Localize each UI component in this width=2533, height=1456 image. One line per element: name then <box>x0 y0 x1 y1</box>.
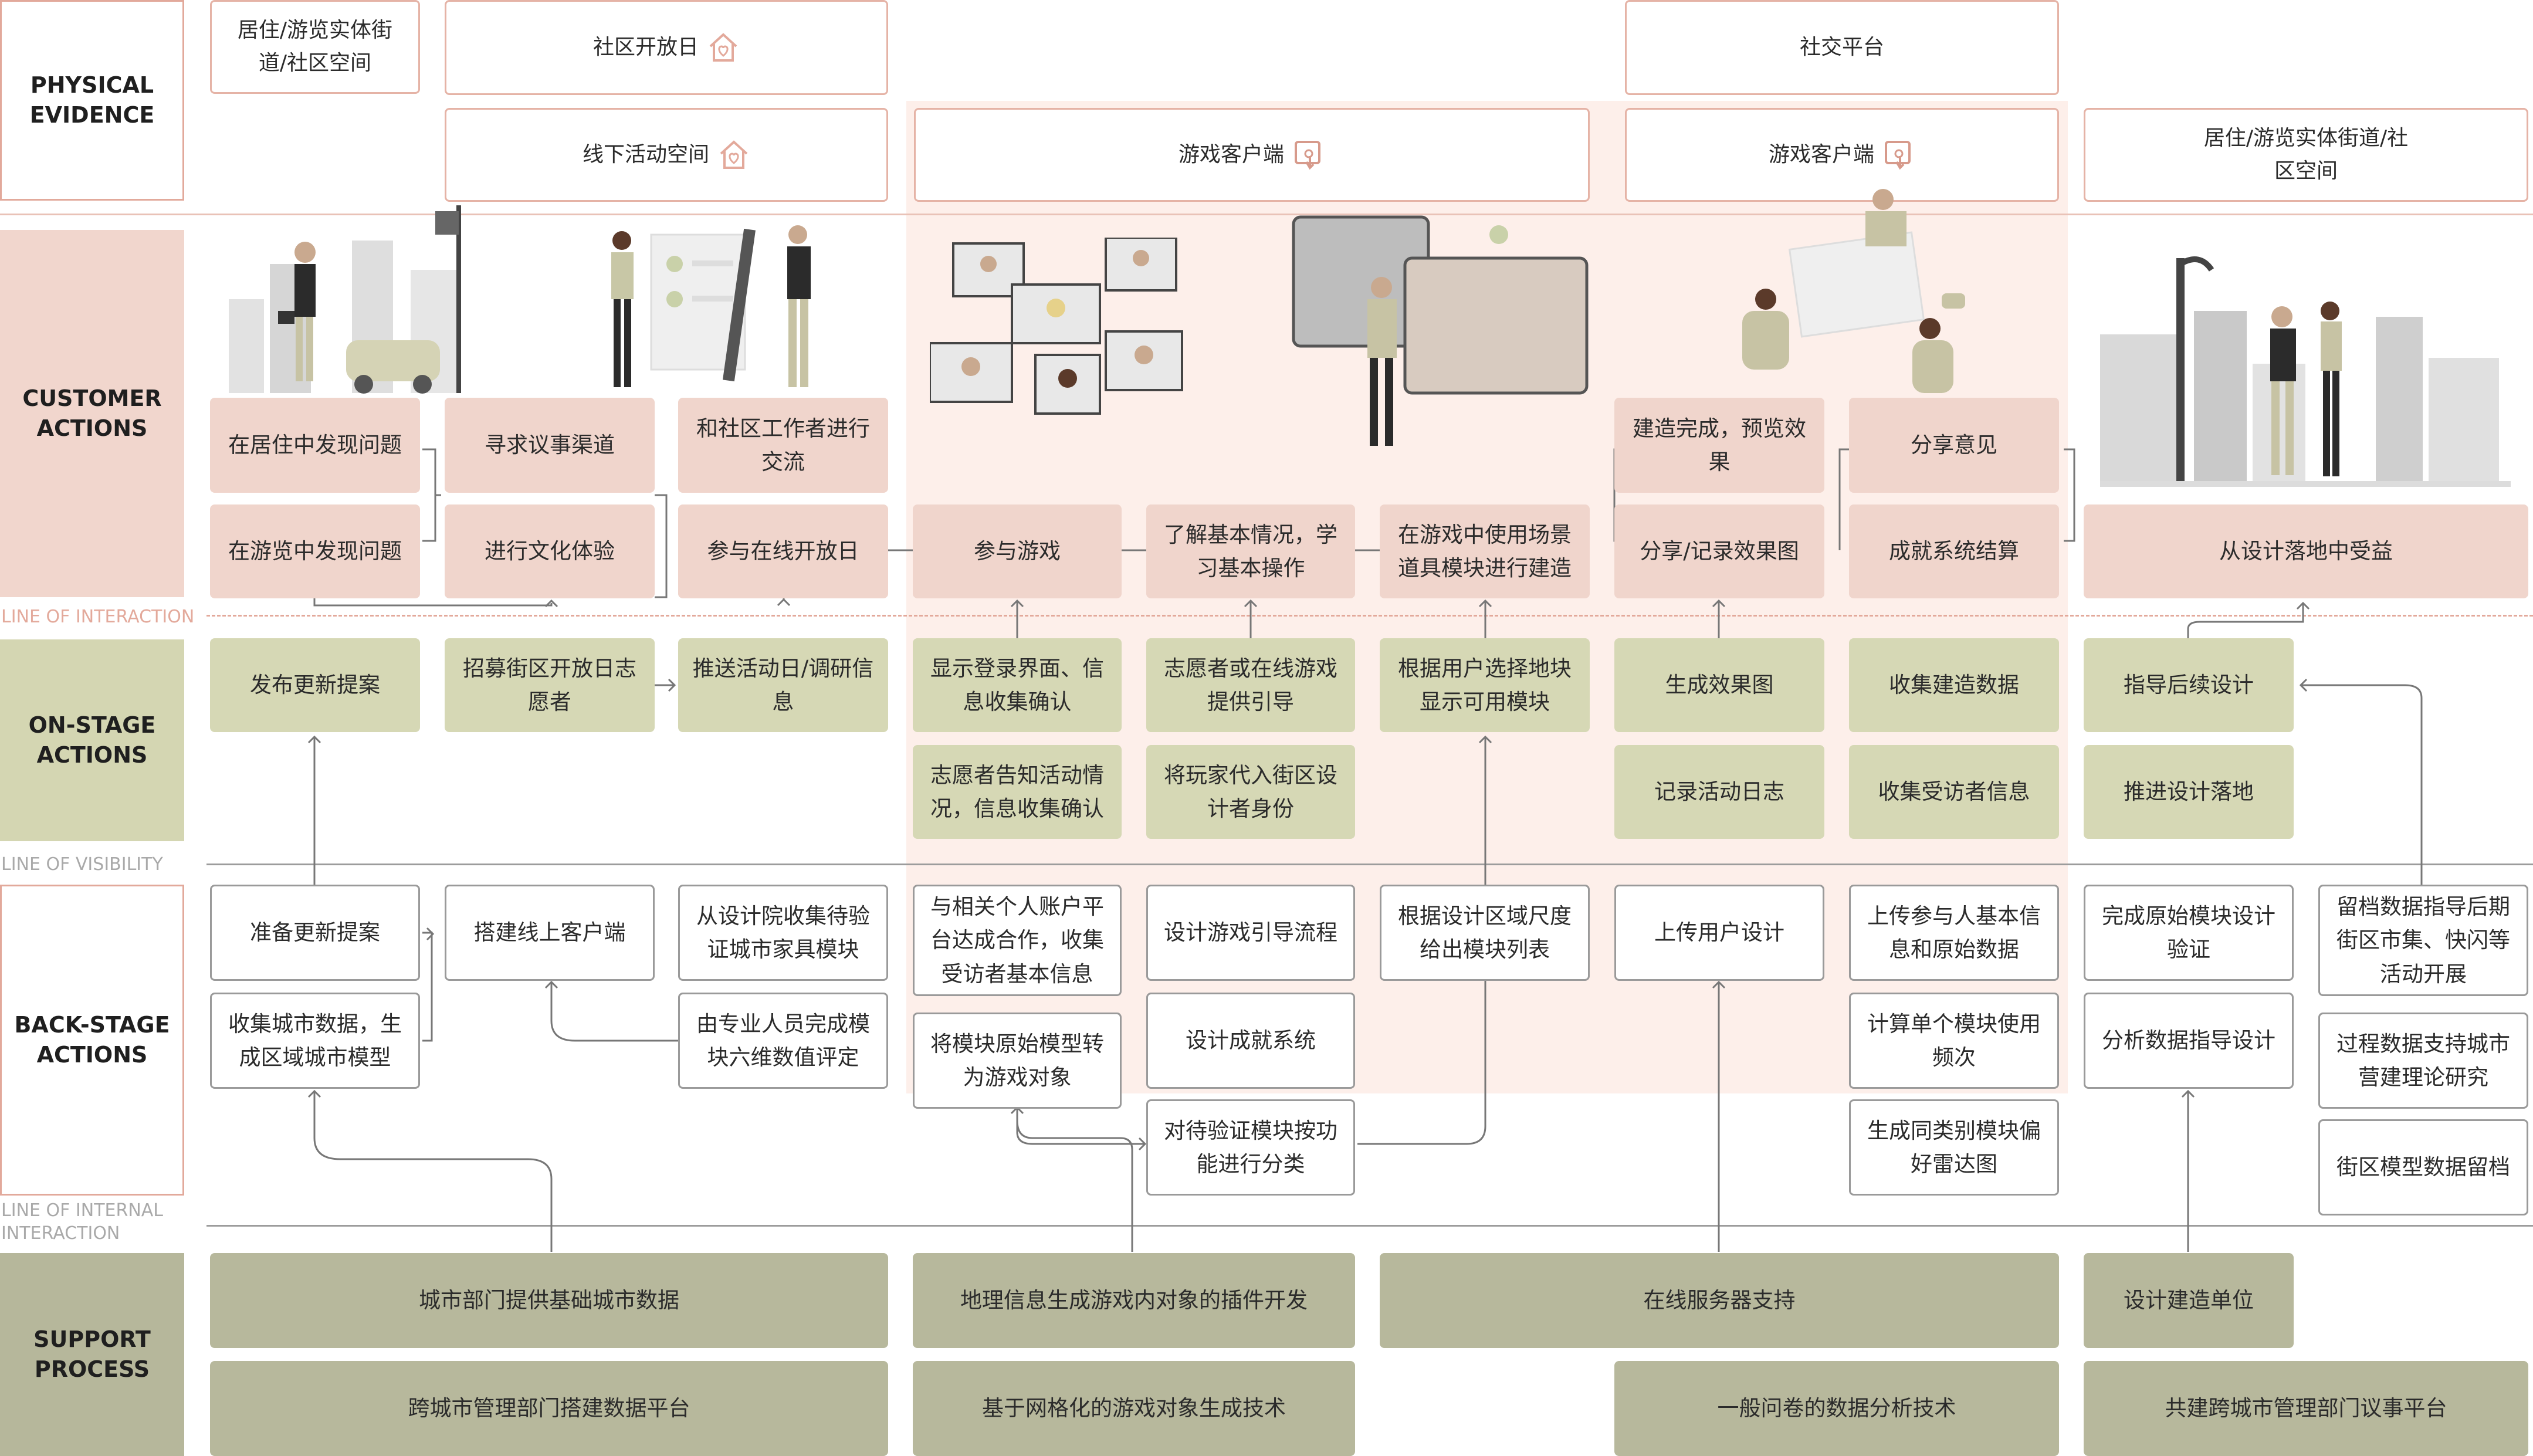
tap-screen-icon <box>1295 141 1320 170</box>
evidence-street-2-label: 居住/游览实体街道/社区空间 <box>2203 126 2409 183</box>
evidence-social-platform: 社交平台 <box>1625 0 2059 95</box>
support-design-builder: 设计建造单位 <box>2084 1253 2294 1348</box>
backstage-account-partnership: 与相关个人账户平台达成合作，收集受访者基本信息 <box>913 885 1122 996</box>
evidence-offline-space: 线下活动空间 <box>445 108 888 202</box>
onstage-generate-render: 生成效果图 <box>1614 638 1824 732</box>
backstage-design-achievements: 设计成就系统 <box>1146 993 1355 1089</box>
onstage-show-modules: 根据用户选择地块显示可用模块 <box>1380 638 1590 732</box>
line-of-visibility <box>206 864 2533 865</box>
evidence-street-2: 居住/游览实体街道/社区空间 <box>2084 108 2528 202</box>
line-of-interaction-label: LINE OF INTERACTION <box>1 607 195 627</box>
row-label-physical-evidence: PHYSICAL EVIDENCE <box>0 0 184 201</box>
backstage-city-model: 收集城市数据，生成区域城市模型 <box>210 993 420 1089</box>
backstage-convert-models: 将模块原始模型转为游戏对象 <box>913 1013 1122 1109</box>
backstage-model-archive: 街区模型数据留档 <box>2318 1119 2528 1215</box>
support-city-data: 城市部门提供基础城市数据 <box>210 1253 888 1348</box>
support-grid-generation: 基于网格化的游戏对象生成技术 <box>913 1361 1355 1456</box>
illustration-community-talk <box>611 225 811 387</box>
customer-action-build-with-modules: 在游戏中使用场景道具模块进行建造 <box>1380 504 1590 598</box>
backstage-collect-modules: 从设计院收集待验证城市家具模块 <box>678 885 888 981</box>
backstage-design-guide-flow: 设计游戏引导流程 <box>1146 885 1355 981</box>
backstage-radar-chart: 生成同类别模块偏好雷达图 <box>1849 1099 2059 1196</box>
evidence-game-client-2: 游戏客户端 <box>1625 108 2059 202</box>
onstage-publish-proposal: 发布更新提案 <box>210 638 420 732</box>
evidence-game-client-2-label: 游戏客户端 <box>1768 143 1874 167</box>
backstage-analyze-data: 分析数据指导设计 <box>2084 993 2294 1089</box>
backstage-upload-participant-data: 上传参与人基本信息和原始数据 <box>1849 885 2059 981</box>
evidence-open-day-label: 社区开放日 <box>592 35 699 60</box>
onstage-collect-build-data: 收集建造数据 <box>1849 638 2059 732</box>
onstage-push-event-info: 推送活动日/调研信息 <box>678 638 888 732</box>
evidence-game-client-1-label: 游戏客户端 <box>1178 143 1284 167</box>
illustration-benefit-street <box>2100 256 2511 487</box>
onstage-advance-implementation: 推进设计落地 <box>2084 745 2294 839</box>
customer-action-share-opinion: 分享意见 <box>1849 398 2059 493</box>
backstage-module-frequency: 计算单个模块使用频次 <box>1849 993 2059 1089</box>
illustration-share-feedback <box>1742 189 1965 393</box>
line-of-internal-interaction-label: LINE OF INTERNAL INTERACTION <box>1 1200 163 1244</box>
house-heart-icon <box>709 33 737 62</box>
customer-action-find-issue-living: 在居住中发现问题 <box>210 398 420 493</box>
illustration-game-play <box>1292 215 1589 446</box>
evidence-open-day: 社区开放日 <box>445 0 888 95</box>
house-heart-icon <box>720 140 748 169</box>
customer-action-preview-result: 建造完成，预览效果 <box>1614 398 1824 493</box>
evidence-street-1: 居住/游览实体街道/社区空间 <box>210 0 420 94</box>
support-governance-platform: 共建跨城市管理部门议事平台 <box>2084 1361 2528 1456</box>
backstage-archive-guidance: 留档数据指导后期街区市集、快闪等活动开展 <box>2318 885 2528 996</box>
illustration-city-walk <box>229 205 461 394</box>
row-label-customer-actions: CUSTOMER ACTIONS <box>0 230 184 597</box>
customer-action-share-record: 分享/记录效果图 <box>1614 504 1824 598</box>
customer-action-benefit: 从设计落地中受益 <box>2084 504 2528 598</box>
support-data-platform: 跨城市管理部门搭建数据平台 <box>210 1361 888 1456</box>
onstage-guidance: 志愿者或在线游戏提供引导 <box>1146 638 1355 732</box>
onstage-record-log: 记录活动日志 <box>1614 745 1824 839</box>
customer-action-seek-channel: 寻求议事渠道 <box>445 398 655 493</box>
backstage-classify-modules: 对待验证模块按功能进行分类 <box>1146 1099 1355 1196</box>
backstage-module-list: 根据设计区域尺度给出模块列表 <box>1380 885 1590 981</box>
support-plugin-dev: 地理信息生成游戏内对象的插件开发 <box>913 1253 1355 1348</box>
line-of-internal-interaction <box>206 1225 2533 1227</box>
backstage-upload-design: 上传用户设计 <box>1614 885 1824 981</box>
backstage-theory-research: 过程数据支持城市营建理论研究 <box>2318 1013 2528 1109</box>
customer-action-online-open-day: 参与在线开放日 <box>678 504 888 598</box>
line-of-interaction <box>206 615 2533 617</box>
line-of-visibility-label: LINE OF VISIBILITY <box>1 854 163 875</box>
customer-action-culture-experience: 进行文化体验 <box>445 504 655 598</box>
tap-screen-icon <box>1885 141 1911 170</box>
illustration-video-call <box>930 238 1183 415</box>
onstage-collect-respondent-info: 收集受访者信息 <box>1849 745 2059 839</box>
row-label-onstage-actions: ON-STAGE ACTIONS <box>0 639 184 841</box>
backstage-rate-modules: 由专业人员完成模块六维数值评定 <box>678 993 888 1089</box>
row-label-support-process: SUPPORT PROCESS <box>0 1253 184 1456</box>
evidence-social-platform-label: 社交平台 <box>1799 35 1884 60</box>
customer-action-achievement: 成就系统结算 <box>1849 504 2059 598</box>
onstage-guide-design: 指导后续设计 <box>2084 638 2294 732</box>
onstage-recruit-volunteers: 招募街区开放日志愿者 <box>445 638 655 732</box>
evidence-game-client-1: 游戏客户端 <box>914 108 1590 202</box>
backstage-build-client: 搭建线上客户端 <box>445 885 655 981</box>
evidence-offline-space-label: 线下活动空间 <box>582 143 709 167</box>
customer-action-join-game: 参与游戏 <box>913 504 1122 598</box>
support-survey-analysis: 一般问卷的数据分析技术 <box>1614 1361 2059 1456</box>
customer-action-find-issue-touring: 在游览中发现问题 <box>210 504 420 598</box>
row-label-backstage-actions: BACK-STAGE ACTIONS <box>0 885 184 1196</box>
support-online-server: 在线服务器支持 <box>1380 1253 2059 1348</box>
backstage-validate-modules: 完成原始模块设计验证 <box>2084 885 2294 981</box>
onstage-login-screen: 显示登录界面、信息收集确认 <box>913 638 1122 732</box>
customer-action-talk-workers: 和社区工作者进行交流 <box>678 398 888 493</box>
onstage-designer-identity: 将玩家代入街区设计者身份 <box>1146 745 1355 839</box>
evidence-divider <box>0 214 2533 215</box>
onstage-volunteer-inform: 志愿者告知活动情况，信息收集确认 <box>913 745 1122 839</box>
customer-action-learn-basics: 了解基本情况，学习基本操作 <box>1146 504 1355 598</box>
evidence-street-1-label: 居住/游览实体街道/社区空间 <box>237 18 393 75</box>
backstage-prepare-proposal: 准备更新提案 <box>210 885 420 981</box>
